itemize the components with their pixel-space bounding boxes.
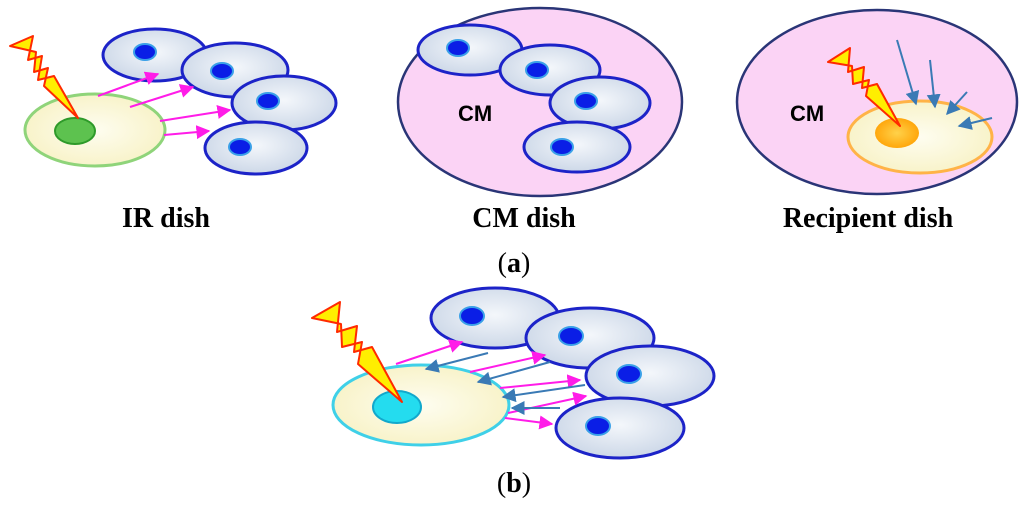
cm-dish-caption: CM dish: [472, 203, 576, 234]
arrow-icon: [501, 384, 586, 403]
co-culture-diagram: [311, 286, 716, 460]
response-arrows: [896, 39, 993, 130]
cm-dish-diagram: CM: [396, 6, 684, 198]
arrow-icon: [926, 59, 941, 109]
irradiated-nucleus: [54, 117, 96, 145]
cm-label: CM: [790, 101, 824, 126]
arrow-icon: [469, 350, 547, 373]
recipient-nucleus: [875, 118, 919, 148]
lightning-bolt-icon: [311, 301, 403, 403]
arrow-icon: [163, 125, 211, 140]
recipient-dish-caption: Recipient dish: [782, 203, 954, 234]
ir-dish-caption: IR dish: [122, 203, 210, 234]
bystander-cell: [554, 396, 686, 460]
arrow-icon: [159, 105, 232, 122]
arrow-icon: [896, 39, 920, 106]
arrow-icon: [424, 352, 489, 373]
signal-arrows: [97, 71, 232, 140]
arrow-icon: [499, 374, 582, 389]
arrow-icon: [504, 415, 554, 430]
bystander-cell: [522, 120, 632, 174]
arrow-icon: [476, 361, 551, 386]
arrow-icon: [957, 116, 993, 130]
ir-dish-diagram: [9, 27, 338, 176]
lightning-bolt-icon: [827, 47, 901, 127]
bystander-cell: [230, 74, 338, 132]
cm-label: CM: [458, 101, 492, 126]
recipient-cell: [846, 99, 994, 175]
arrow-icon: [946, 91, 968, 116]
panel-b-label: (b): [496, 468, 532, 499]
arrow-icon: [97, 71, 160, 97]
arrow-icon: [395, 339, 464, 365]
recipient-dish-diagram: CM: [735, 8, 1019, 196]
panel-a-label: (a): [497, 248, 531, 279]
response-arrows: [424, 352, 586, 415]
arrow-icon: [129, 84, 195, 108]
lightning-bolt-icon: [9, 35, 79, 119]
bystander-cell: [203, 120, 309, 176]
bystander-cell: [584, 344, 716, 408]
